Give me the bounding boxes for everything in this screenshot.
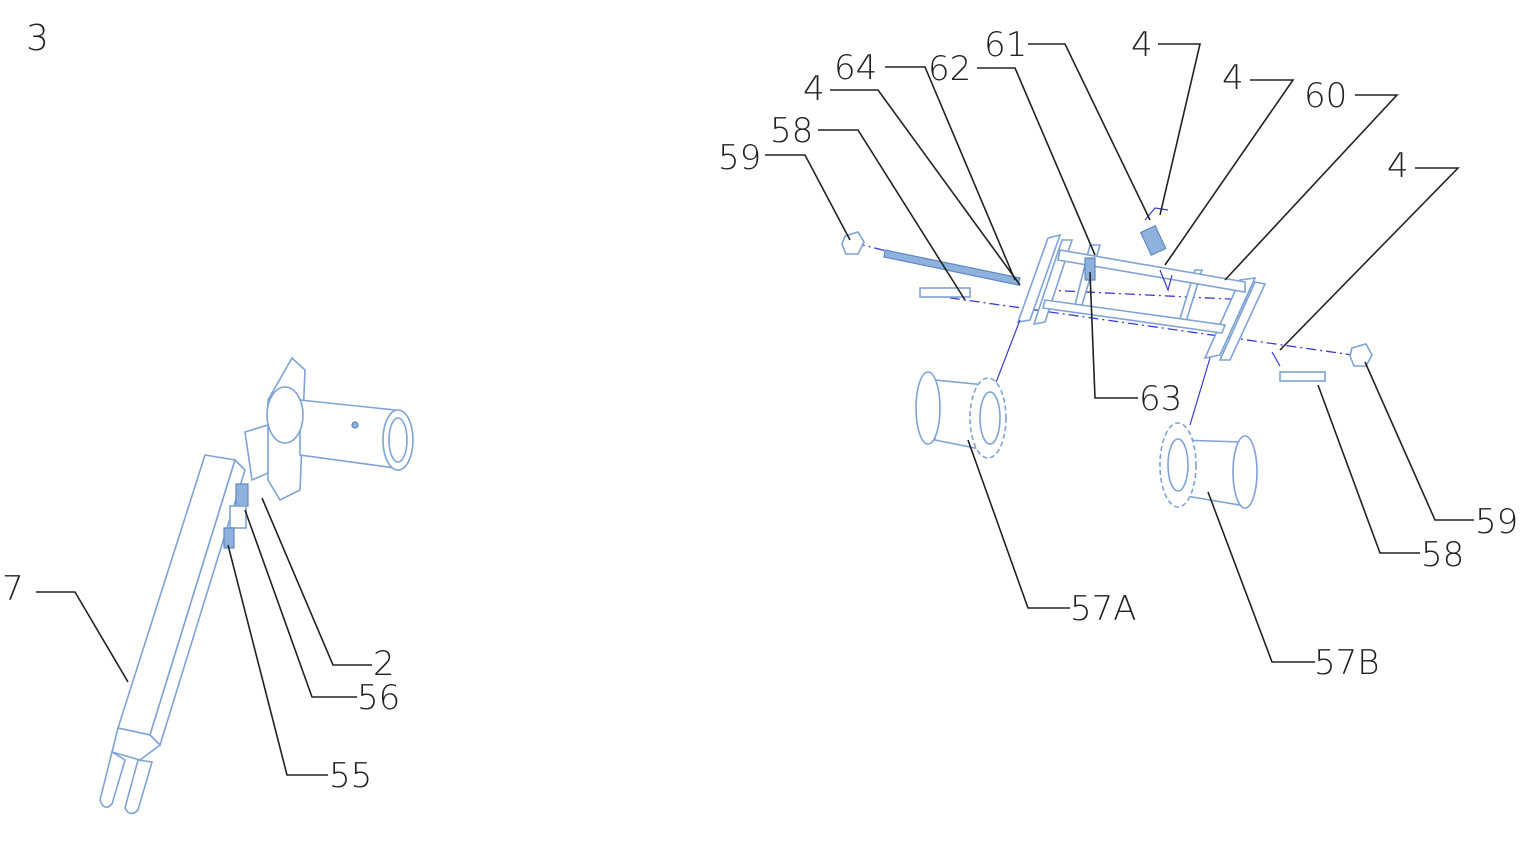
callout-label: 61 (984, 25, 1027, 65)
callout-label: 4 (1387, 146, 1409, 186)
callout-label: 59 (718, 138, 761, 178)
callout-label: 4 (803, 69, 825, 109)
callout-label: 60 (1304, 76, 1347, 116)
callout-label: 56 (357, 678, 400, 718)
frame-assembly (841, 207, 1373, 509)
callout-label: 55 (329, 756, 372, 796)
callout-label: 58 (1421, 535, 1464, 575)
figure-number: 3 (26, 18, 49, 59)
callout-label: 4 (1131, 25, 1153, 65)
callout-label: 62 (928, 49, 971, 89)
arm-assembly (99, 356, 414, 815)
callout-label: 63 (1139, 379, 1182, 419)
callout-label: 57A (1070, 589, 1137, 629)
right-callouts: 59 58 4 64 62 61 4 4 60 4 63 59 58 57A 5… (718, 25, 1518, 683)
callout-label: 2 (373, 644, 395, 684)
callout-label: 7 (2, 569, 24, 609)
callout-label: 59 (1475, 502, 1518, 542)
callout-label: 64 (834, 48, 877, 88)
callout-label: 4 (1222, 58, 1244, 98)
callout-label: 58 (770, 111, 813, 151)
left-callouts: 7 2 56 55 (2, 569, 400, 796)
callout-label: 57B (1314, 643, 1380, 683)
